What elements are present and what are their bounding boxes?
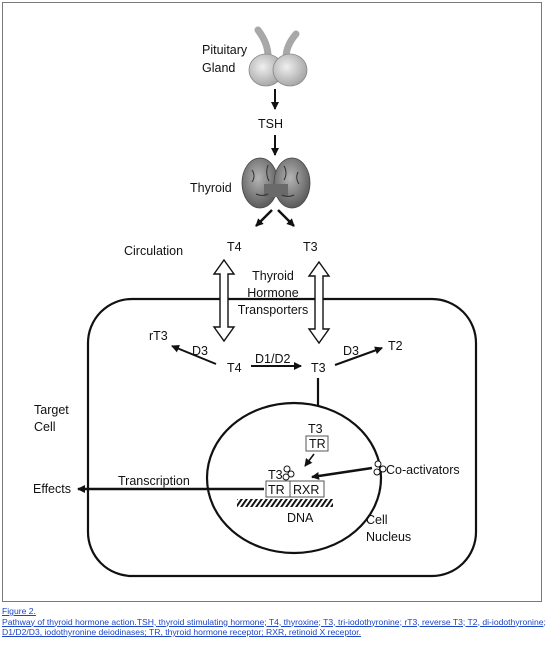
cell-nucleus [205, 401, 383, 555]
t4-to-rt3-arrow [171, 344, 217, 365]
rxr-box [289, 480, 325, 498]
nucleus-tr-label: TR [309, 437, 326, 451]
t3-transporter-arrow [307, 260, 331, 345]
transporters-label-line2: Hormone [247, 286, 298, 300]
d3-left-label: D3 [192, 344, 208, 358]
transporters-label-line1: Thyroid [252, 269, 294, 283]
t2-label: T2 [388, 339, 403, 353]
coactivator-circles [282, 465, 295, 481]
t4-circulation-label: T4 [227, 240, 242, 254]
tr-label: TR [268, 483, 285, 497]
thyroid-pathway-diagram: Pituitary Gland TSH Thyroid Circulation … [33, 26, 478, 578]
effects-label: Effects [33, 482, 71, 496]
t3-cell-label: T3 [311, 361, 326, 375]
figure-caption-link[interactable]: Pathway of thyroid hormone action.TSH, t… [2, 616, 546, 638]
t3-circulation-label: T3 [303, 240, 318, 254]
pituitary-gland-image [248, 26, 308, 87]
cell-nucleus-label-line2: Nucleus [366, 530, 411, 544]
gland-label: Gland [202, 61, 235, 75]
tr-to-complex-arrow [304, 453, 315, 467]
tr-box-free [305, 435, 329, 452]
tsh-label: TSH [258, 117, 283, 131]
thyroid-label: Thyroid [190, 181, 232, 195]
thyroid-to-t3-arrow [277, 209, 295, 227]
bound-t3-label: T3 [268, 468, 283, 482]
rxr-label: RXR [293, 483, 319, 497]
thyroid-to-t4-arrow [255, 209, 273, 227]
coactivators-icon [373, 460, 387, 476]
nucleus-t3-label: T3 [308, 422, 323, 436]
circulation-label: Circulation [124, 244, 183, 258]
t3-to-t2-arrow [334, 346, 383, 366]
dna-strand [237, 499, 333, 507]
transporters-label-line3: Transporters [238, 303, 308, 317]
t4-transporter-arrow [212, 258, 236, 343]
coactivators-label: Co-activators [386, 463, 460, 477]
transcription-label: Transcription [118, 474, 190, 488]
figure-label-link[interactable]: Figure 2. [2, 606, 36, 616]
figure-caption: Figure 2. Pathway of thyroid hormone act… [2, 606, 546, 638]
t4-cell-label: T4 [227, 361, 242, 375]
d1d2-label: D1/D2 [255, 352, 290, 366]
coactivators-arrow [311, 466, 373, 480]
rt3-label: rT3 [149, 329, 168, 343]
target-cell-label-line2: Cell [34, 420, 56, 434]
figure-frame [2, 2, 542, 602]
thyroid-gland-image [241, 157, 311, 209]
dna-label: DNA [287, 511, 314, 525]
d3-right-label: D3 [343, 344, 359, 358]
target-cell-label-line1: Target [34, 403, 69, 417]
cell-nucleus-label-line1: Cell [366, 513, 388, 527]
pituitary-label: Pituitary [202, 43, 248, 57]
